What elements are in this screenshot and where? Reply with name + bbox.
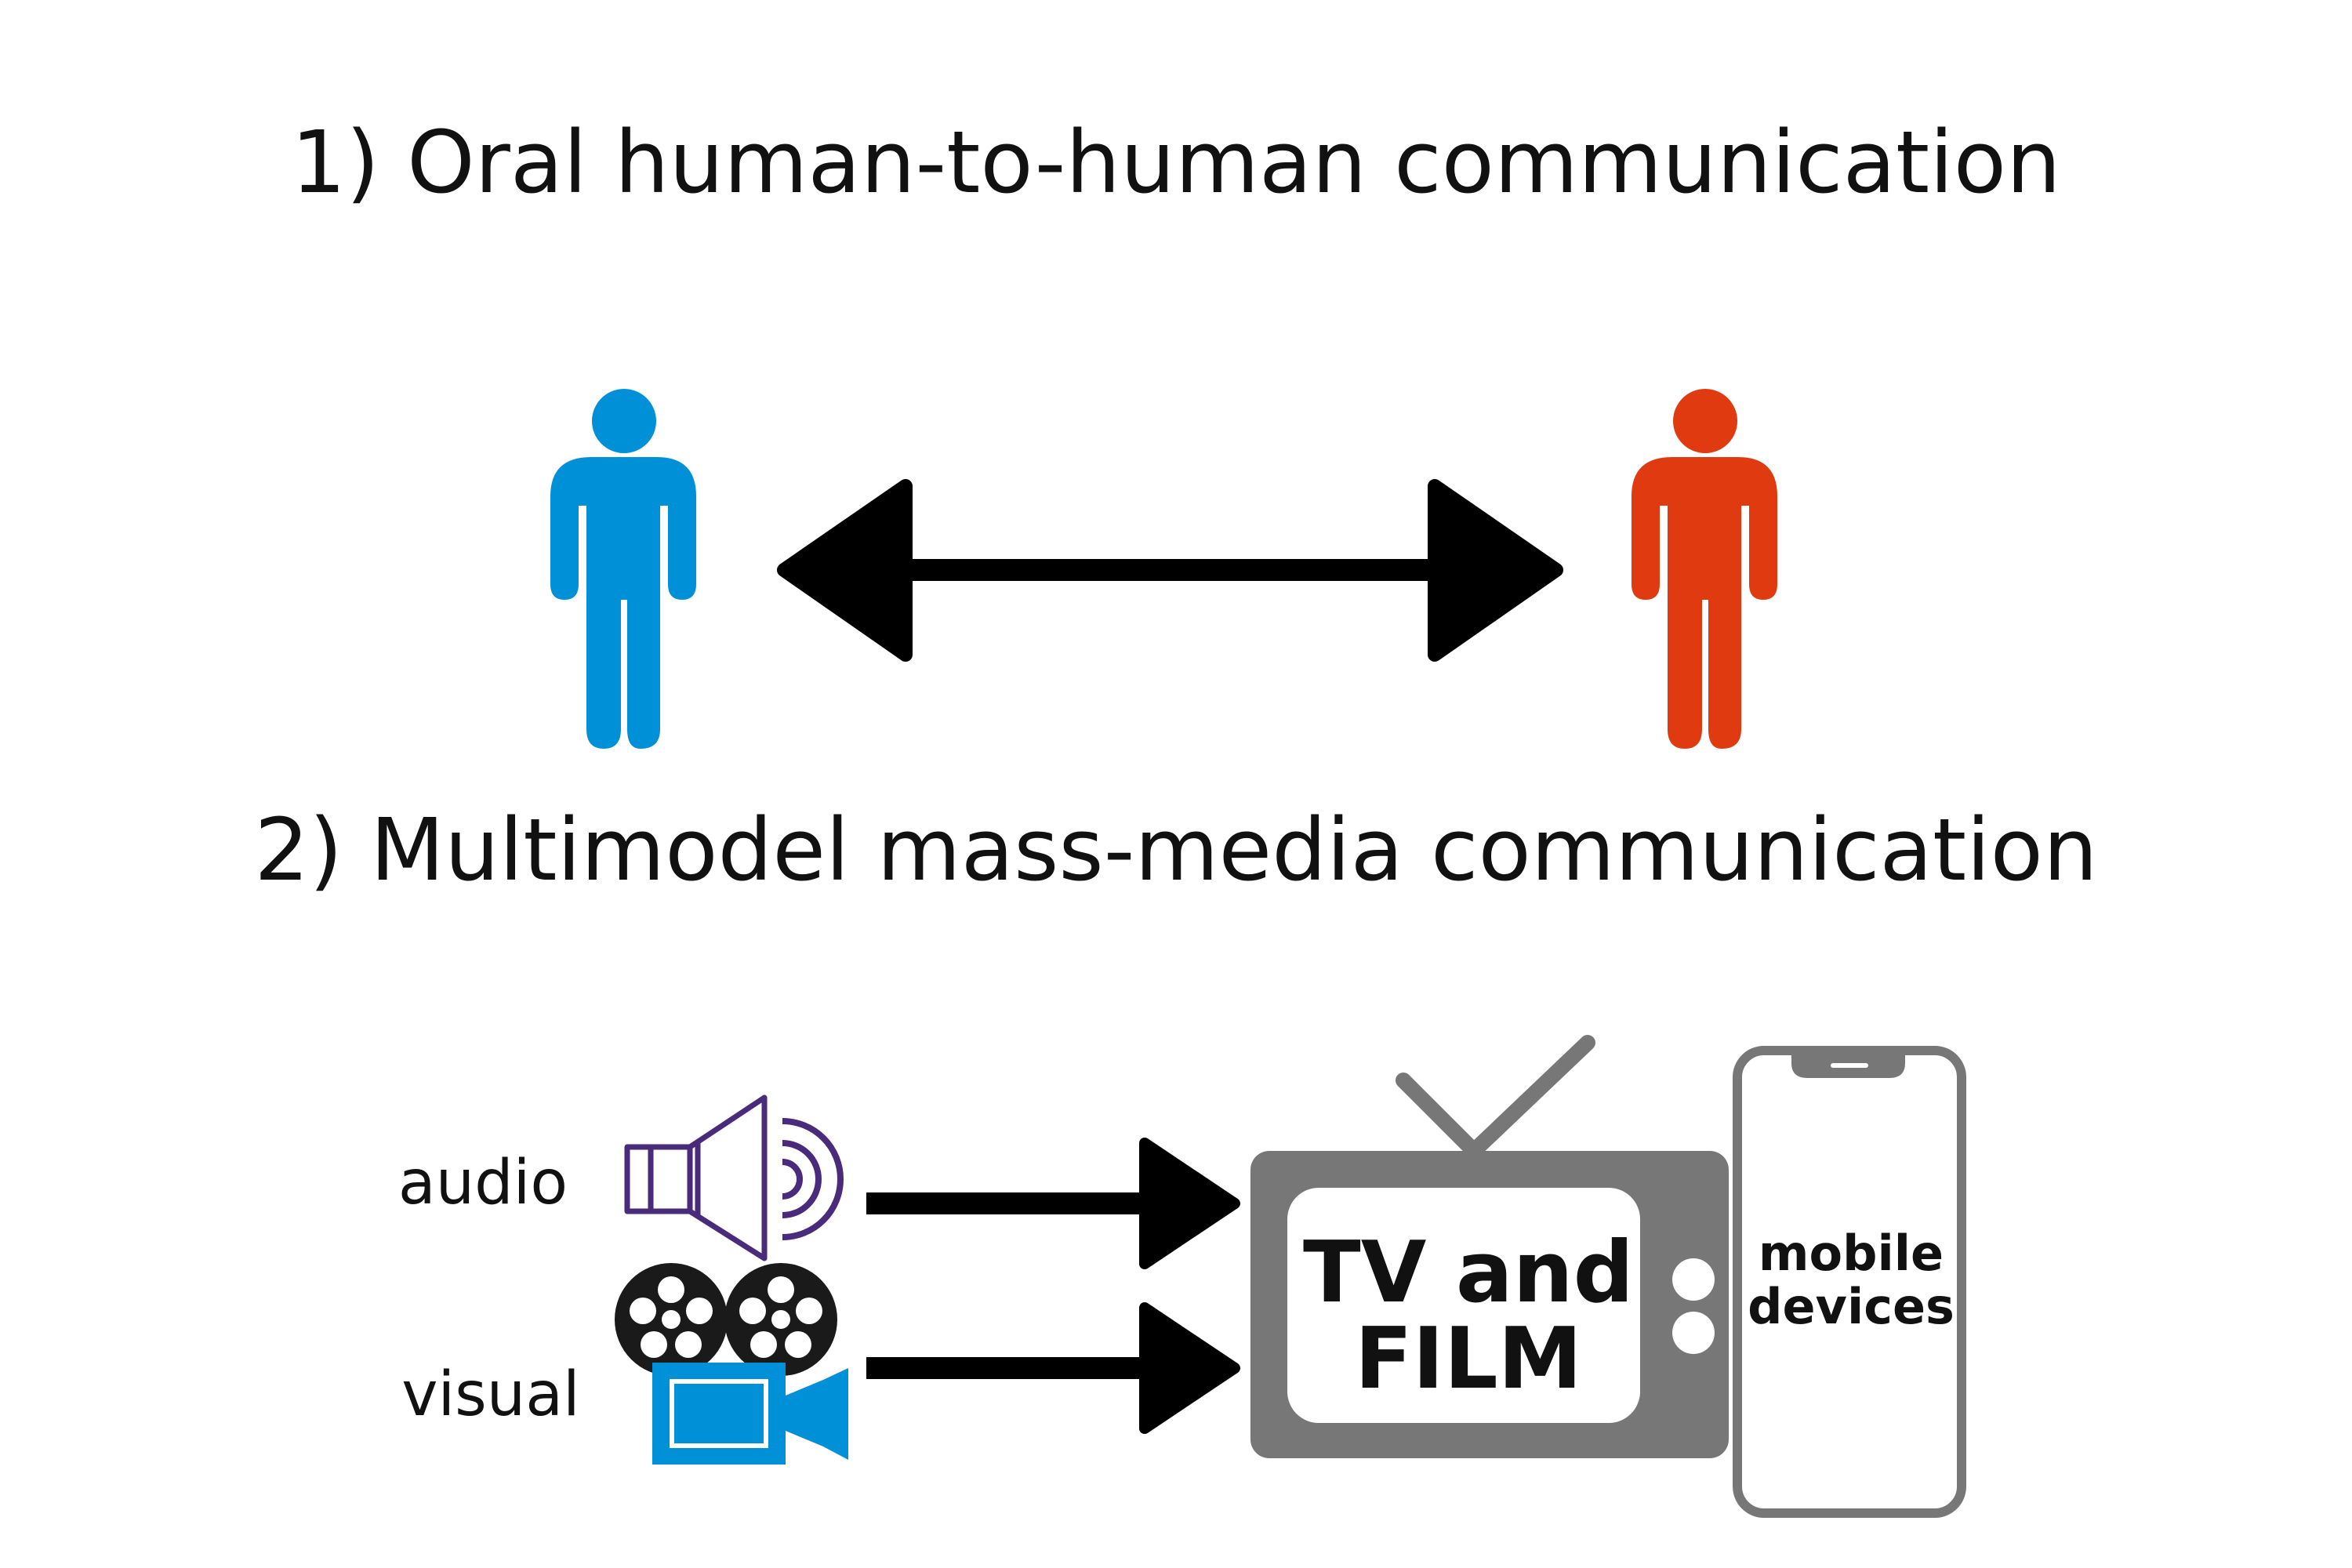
mobile-label-line2: devices xyxy=(1748,1278,1955,1335)
left-person-icon xyxy=(550,389,696,749)
visual-label: visual xyxy=(401,1359,579,1430)
audio-label: audio xyxy=(398,1148,568,1218)
bidirectional-arrow-icon xyxy=(777,479,1563,662)
tv-label-line1: TV and xyxy=(1303,1224,1634,1322)
tv-icon xyxy=(1250,1035,1729,1458)
mobile-phone-icon xyxy=(1733,1046,1966,1518)
visual-arrow-icon xyxy=(866,1302,1240,1434)
film-camera-icon xyxy=(615,1263,848,1465)
speaker-icon xyxy=(624,1094,844,1261)
mobile-label-line1: mobile xyxy=(1759,1225,1944,1282)
right-person-icon xyxy=(1632,389,1777,749)
audio-arrow-icon xyxy=(866,1138,1240,1269)
section2-title: 2) Multimodel mass-media communication xyxy=(254,800,2097,900)
section1-title: 1) Oral human-to-human communication xyxy=(291,112,2061,212)
tv-label-line2: FILM xyxy=(1355,1310,1582,1408)
